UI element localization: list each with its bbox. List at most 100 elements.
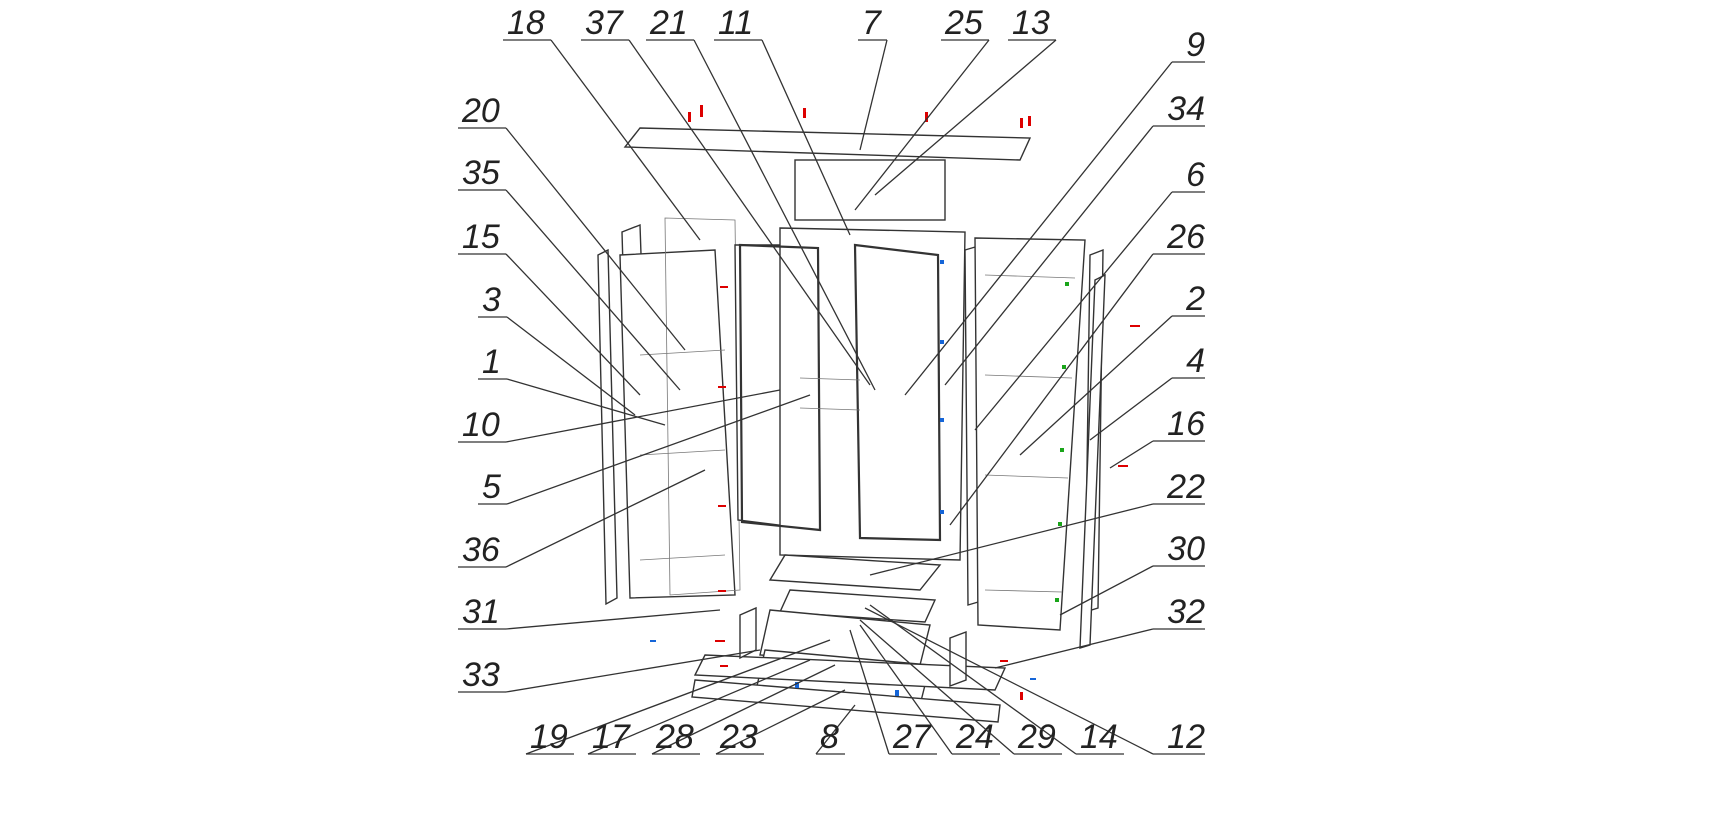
part-callout-14: 14: [869, 604, 1124, 756]
part-number-label: 37: [585, 4, 624, 42]
part-callout-20: 20: [458, 92, 686, 351]
leader-line: [505, 609, 721, 630]
part-number-label: 34: [1167, 90, 1205, 128]
part-number-label: 10: [462, 406, 500, 444]
part-callout-37: 37: [581, 4, 871, 386]
part-number-label: 15: [462, 218, 500, 256]
leader-line: [869, 503, 1154, 576]
part-callout-17: 17: [587, 659, 811, 756]
part-number-label: 5: [482, 468, 501, 506]
part-callout-4: 4: [1089, 342, 1205, 441]
part-number-label: 22: [1166, 468, 1205, 506]
part-number-label: 27: [892, 718, 932, 756]
leader-line: [1059, 565, 1154, 616]
leader-line: [904, 61, 1173, 396]
leader-line: [505, 253, 641, 396]
part-number-label: 25: [944, 4, 983, 42]
left-side-panel: [597, 248, 618, 606]
part-callout-10: 10: [458, 389, 781, 444]
part-number-label: 14: [1080, 718, 1118, 756]
leader-line: [859, 619, 1015, 755]
part-number-label: 28: [655, 718, 694, 756]
leader-line: [815, 704, 856, 755]
leader-line: [505, 389, 781, 443]
part-number-label: 6: [1186, 156, 1205, 194]
drawer-side-left: [739, 606, 757, 660]
leader-line: [859, 39, 888, 151]
top-panel: [623, 127, 1032, 161]
leader-line: [864, 607, 1154, 755]
part-number-label: 20: [461, 92, 500, 130]
wardrobe-parts: [597, 105, 1140, 723]
part-number-label: 17: [592, 718, 631, 756]
leader-line: [505, 469, 706, 568]
part-number-label: 13: [1012, 4, 1050, 42]
leader-line: [869, 604, 1077, 755]
part-number-label: 16: [1167, 405, 1205, 443]
part-callout-15: 15: [458, 218, 641, 396]
bottom-shelf: [768, 554, 942, 591]
part-callout-12: 12: [864, 607, 1205, 756]
part-callout-29: 29: [859, 619, 1062, 756]
plinth-shelf: [693, 654, 1007, 691]
leader-line: [651, 664, 836, 755]
part-number-label: 35: [462, 154, 500, 192]
part-number-label: 8: [820, 718, 839, 756]
part-number-label: 3: [482, 281, 501, 319]
leader-line: [854, 39, 990, 211]
leader-line: [505, 189, 681, 391]
leader-line: [849, 629, 890, 755]
part-number-label: 23: [719, 718, 758, 756]
leader-line: [974, 191, 1173, 431]
leader-line: [761, 39, 851, 236]
leader-line: [628, 39, 871, 386]
leader-line: [859, 624, 953, 755]
part-callout-25: 25: [854, 4, 990, 211]
leader-line: [1109, 440, 1154, 469]
part-callout-23: 23: [715, 689, 846, 756]
part-callout-27: 27: [849, 629, 937, 756]
part-number-label: 29: [1017, 718, 1056, 756]
part-callout-7: 7: [858, 4, 888, 151]
right-side-panel: [1079, 273, 1106, 649]
leader-line: [587, 659, 811, 755]
part-callout-5: 5: [478, 394, 811, 506]
part-number-label: 30: [1167, 530, 1205, 568]
part-number-label: 2: [1185, 280, 1205, 318]
leader-line: [1089, 377, 1173, 441]
part-number-label: 1: [482, 343, 501, 381]
leader-line: [944, 125, 1154, 386]
part-number-label: 4: [1186, 342, 1205, 380]
part-callout-3: 3: [478, 281, 636, 416]
part-callout-11: 11: [714, 4, 851, 236]
part-number-label: 26: [1166, 218, 1205, 256]
part-number-label: 11: [718, 4, 753, 42]
part-callout-26: 26: [949, 218, 1205, 526]
part-callout-36: 36: [458, 469, 706, 569]
part-number-label: 9: [1186, 26, 1205, 64]
leader-line: [525, 639, 831, 755]
part-number-label: 18: [507, 4, 545, 42]
drawer-side-right: [949, 630, 967, 688]
leader-line: [505, 127, 686, 351]
leader-line: [506, 394, 811, 505]
center-left-door-front: [738, 243, 822, 532]
part-number-label: 32: [1167, 593, 1205, 631]
part-callout-31: 31: [458, 593, 721, 631]
part-callout-34: 34: [944, 90, 1205, 386]
part-callout-33: 33: [458, 649, 761, 694]
leader-line: [715, 689, 846, 755]
part-callout-32: 32: [994, 593, 1205, 669]
part-callout-2: 2: [1019, 280, 1205, 456]
part-number-label: 12: [1167, 718, 1205, 756]
part-callout-30: 30: [1059, 530, 1205, 616]
leader-line: [693, 39, 876, 391]
part-callout-9: 9: [904, 26, 1205, 396]
left-cabinet: [619, 249, 736, 599]
part-callout-16: 16: [1109, 405, 1205, 469]
leader-line: [550, 39, 701, 241]
part-callout-35: 35: [458, 154, 681, 391]
part-number-label: 7: [862, 4, 882, 42]
part-number-label: 21: [649, 4, 688, 42]
